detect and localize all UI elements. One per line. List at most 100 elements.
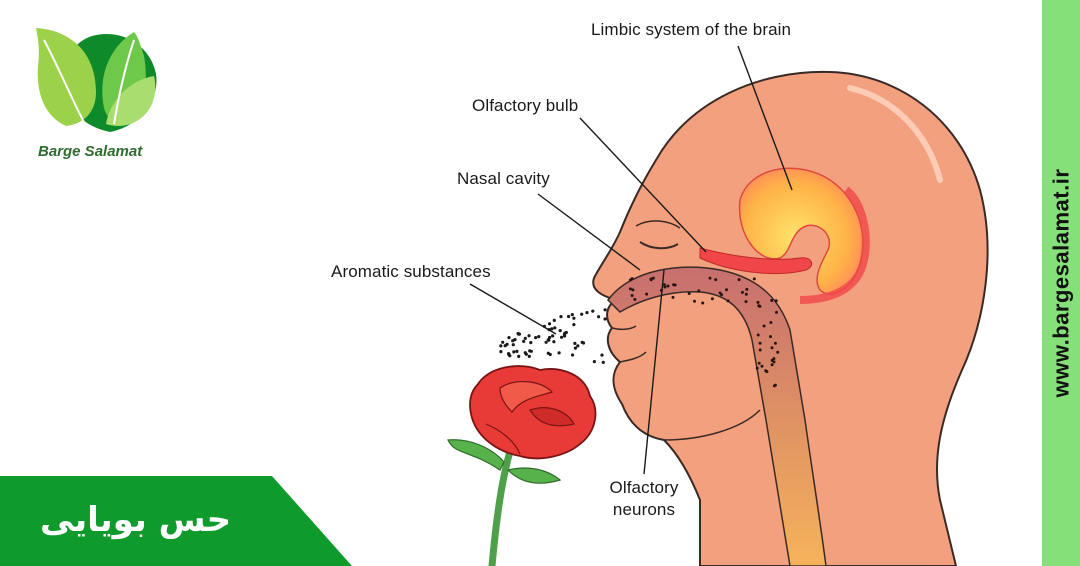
aroma-particle — [597, 315, 601, 319]
aroma-particle — [585, 311, 589, 315]
aroma-particle — [573, 341, 577, 345]
aroma-particle — [527, 334, 531, 338]
aroma-particle — [591, 309, 595, 313]
cavity-dot — [774, 299, 778, 303]
aroma-particle — [572, 316, 576, 320]
aroma-particle — [570, 313, 574, 317]
aroma-particle — [546, 338, 550, 342]
aroma-particle — [603, 308, 607, 312]
head-shape — [592, 70, 989, 566]
aroma-particle — [537, 335, 541, 339]
aroma-particle — [557, 351, 561, 355]
cavity-dot — [772, 357, 776, 361]
cavity-dot — [633, 297, 637, 301]
label-olfactory-neurons: Olfactory neurons — [592, 478, 696, 520]
cavity-dot — [758, 304, 762, 308]
aroma-particle — [551, 334, 555, 338]
leader-bulb — [579, 117, 707, 253]
aroma-particle — [576, 344, 580, 348]
cavity-dot — [770, 299, 774, 302]
cavity-dot — [710, 297, 714, 301]
eye — [639, 241, 679, 250]
cavity-dot — [757, 361, 761, 365]
cavity-dot — [770, 363, 774, 367]
page-title: حس بویایی — [40, 500, 232, 540]
cavity-dot — [687, 292, 691, 295]
aroma-particle — [550, 327, 554, 331]
cavity-dot — [649, 278, 653, 282]
cavity-dot — [628, 287, 632, 291]
cavity-dot — [725, 288, 728, 292]
leader-neurons — [643, 269, 665, 475]
cavity-dot — [720, 293, 723, 297]
cavity-dot — [737, 278, 741, 282]
cavity-dot — [769, 321, 773, 324]
aroma-particle — [513, 338, 517, 342]
aroma-particle — [523, 351, 527, 355]
limbic-system-shape — [738, 167, 864, 295]
aroma-particle — [547, 322, 552, 326]
cavity-dot — [651, 276, 655, 280]
cavity-dot — [645, 292, 649, 296]
cavity-dot — [708, 276, 712, 280]
brand-logo — [36, 28, 157, 132]
aroma-particle — [603, 317, 607, 321]
aroma-particle — [580, 340, 584, 344]
aroma-particle — [559, 315, 563, 319]
aroma-particle — [592, 360, 597, 364]
cavity-dot — [752, 277, 756, 281]
label-aromatic-substances: Aromatic substances — [331, 262, 491, 281]
cavity-dot — [758, 341, 762, 345]
cavity-dot — [762, 324, 766, 328]
aroma-particle — [600, 353, 604, 357]
aroma-particle — [527, 354, 531, 358]
title-banner-shape — [0, 476, 352, 566]
label-nasal-cavity: Nasal cavity — [457, 169, 550, 188]
rose-flower — [447, 365, 597, 566]
cavity-dot — [693, 299, 696, 303]
aroma-particle — [511, 343, 515, 347]
aroma-particle — [501, 340, 505, 344]
cavity-dot — [755, 366, 759, 370]
label-olfactory-bulb: Olfactory bulb — [472, 96, 579, 115]
aroma-particle — [528, 349, 532, 353]
aromatic-particles — [499, 308, 607, 364]
cavity-dot — [740, 290, 744, 294]
aroma-particle — [560, 335, 564, 339]
label-neurons-line2: neurons — [612, 500, 676, 519]
aroma-particle — [552, 340, 556, 344]
cavity-dot — [756, 333, 760, 337]
aroma-particle — [601, 360, 605, 364]
aroma-particle — [515, 349, 519, 353]
side-band — [1042, 0, 1080, 566]
head-illustration — [592, 70, 989, 566]
cavity-dot — [662, 283, 666, 287]
website-url[interactable]: www.bargesalamat.ir — [1048, 168, 1073, 398]
cavity-dot — [663, 285, 667, 289]
cavity-dot — [775, 310, 778, 314]
logo-text: Barge Salamat — [38, 143, 143, 160]
label-neurons-line1: Olfactory — [609, 478, 679, 497]
website-url-container: www.bargesalamat.ir — [1042, 0, 1080, 566]
aroma-particle — [548, 335, 552, 340]
aroma-particle — [563, 334, 567, 338]
aroma-particle — [558, 329, 562, 333]
cavity-dot — [764, 369, 768, 373]
aroma-particle — [571, 353, 575, 357]
aroma-particle — [548, 352, 552, 357]
aroma-particle — [529, 341, 533, 345]
aroma-particle — [499, 350, 503, 354]
cavity-dot — [776, 350, 780, 354]
cavity-dot — [714, 278, 718, 282]
cavity-dot — [758, 348, 762, 352]
label-limbic-system: Limbic system of the brain — [591, 20, 792, 39]
cavity-dot — [769, 335, 772, 339]
cavity-dots — [628, 276, 780, 388]
cavity-dot — [726, 299, 730, 303]
leader-nasal — [537, 193, 641, 271]
cavity-dot — [756, 300, 760, 304]
leader-lines — [469, 45, 793, 475]
leader-aromatic — [469, 283, 557, 335]
cavity-dot — [770, 346, 774, 350]
